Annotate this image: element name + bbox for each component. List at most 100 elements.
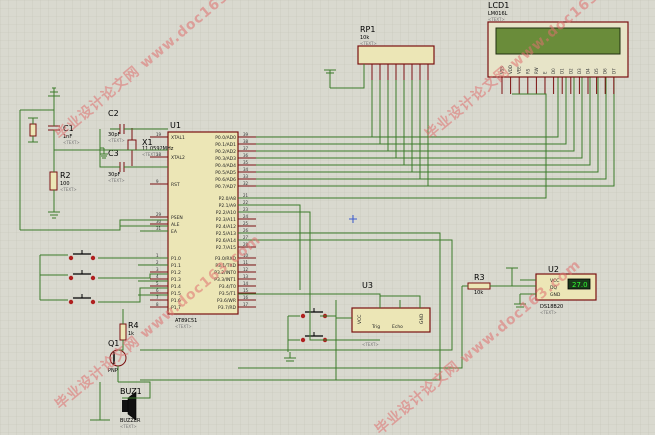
u1-right-pin-number: 26 bbox=[243, 228, 249, 233]
u1-left-pin-name: P1.2 bbox=[171, 270, 181, 276]
lcd1-screen bbox=[495, 27, 621, 55]
reset-button[interactable] bbox=[29, 123, 37, 137]
u1-right-pin-number: 14 bbox=[243, 281, 249, 286]
u1-right-pin-number: 39 bbox=[243, 132, 249, 137]
u1-left-pin-number: 1 bbox=[156, 253, 159, 258]
u1-left-pin-number: 9 bbox=[156, 179, 159, 184]
button-terminal-icon bbox=[68, 255, 74, 261]
u1-right-pin-name: P3.0/RXD bbox=[215, 256, 237, 262]
u1-left-pin-name: ALE bbox=[171, 222, 180, 228]
u1-left-pin-number: 6 bbox=[156, 288, 159, 293]
u1-left-pin-number: 2 bbox=[156, 260, 159, 265]
u1-right-pin-name: P3.5/T1 bbox=[219, 291, 236, 297]
u1-left-pin-number: 18 bbox=[156, 152, 162, 157]
u1-right-pin-name: P3.2/INT0 bbox=[214, 270, 236, 276]
u1-right-pin-number: 37 bbox=[243, 146, 249, 151]
u1-left-pin-name: XTAL2 bbox=[171, 155, 185, 161]
c2-ref: C2 bbox=[108, 109, 119, 118]
reset-circuit[interactable]: C1 1nF <TEXT> R2 100 <TEXT> bbox=[19, 87, 168, 232]
u1-body bbox=[167, 131, 239, 315]
lcd1-pin-name: VDD bbox=[508, 65, 513, 74]
u3-buttons[interactable] bbox=[284, 315, 336, 362]
u1-right-pin-name: P0.5/AD5 bbox=[215, 170, 236, 176]
u3-ref: U3 bbox=[362, 281, 373, 290]
u1-right-pin-number: 33 bbox=[243, 174, 249, 179]
u1-right-pin-number: 35 bbox=[243, 160, 249, 165]
u1-left-pin-number: 5 bbox=[156, 281, 159, 286]
r4-ref: R4 bbox=[128, 321, 139, 330]
rp1-common-wire bbox=[330, 64, 365, 89]
u1-right-pin-number: 34 bbox=[243, 167, 249, 172]
u2-display: 27.0 bbox=[572, 281, 588, 289]
u1-left-pin-name: P1.4 bbox=[171, 284, 181, 290]
u1-ref: U1 bbox=[170, 121, 181, 130]
u1-left-pin-number: 19 bbox=[156, 132, 162, 137]
u1-right-pin-name: P2.2/A10 bbox=[216, 210, 236, 216]
lcd1-pin-name: D1 bbox=[560, 68, 565, 74]
push-button[interactable] bbox=[68, 270, 96, 281]
r2-text: <TEXT> bbox=[60, 187, 77, 192]
u1-left-pin-name: P1.3 bbox=[171, 277, 181, 283]
u3-pin-trig: Trig bbox=[371, 324, 380, 330]
r2-value: 100 bbox=[60, 181, 70, 187]
u2-readout bbox=[567, 278, 591, 290]
bus-wiring bbox=[140, 69, 547, 351]
button-terminal-icon bbox=[68, 299, 74, 305]
u2-temp-sensor[interactable]: R3 10k U2 VCC DQ GND 27.0 DS18B20 <TEXT> bbox=[238, 265, 597, 369]
u2-value: DS18B20 bbox=[540, 304, 563, 310]
u1-right-pin-name: P2.0/A8 bbox=[219, 196, 236, 202]
c3-text: <TEXT> bbox=[108, 178, 125, 183]
rp1-text: <TEXT> bbox=[360, 41, 377, 46]
x1-value: 11.0592MHz bbox=[142, 146, 174, 152]
u1-right-pin-name: P3.3/INT1 bbox=[214, 277, 236, 283]
u1-right-pin-number: 32 bbox=[243, 181, 249, 186]
u1-right-pin-name: P3.4/T0 bbox=[219, 284, 236, 290]
r4-value: 1k bbox=[128, 331, 134, 337]
u1-left-pin-name: P1.7 bbox=[171, 305, 181, 311]
rp1-body bbox=[357, 45, 435, 65]
buz1-value: BUZZER bbox=[120, 418, 141, 424]
lcd-data-wire bbox=[404, 77, 591, 166]
u1-microcontroller[interactable]: U1 AT89C51 <TEXT> XTAL119XTAL218RST9PSEN… bbox=[150, 121, 256, 329]
crystal-section[interactable]: C2 30pF <TEXT> C3 30pF <TEXT> X1 11.0592… bbox=[99, 109, 174, 183]
u1-right-pin-number: 27 bbox=[243, 235, 249, 240]
lcd1-pin-name: D6 bbox=[603, 68, 608, 74]
q1-value: PNP bbox=[108, 368, 118, 374]
u1-right-pin-number: 36 bbox=[243, 153, 249, 158]
u1-left-pin-number: 3 bbox=[156, 267, 159, 272]
lcd1-pin-name: VEE bbox=[517, 66, 522, 74]
lcd-data-wire bbox=[412, 77, 599, 173]
button-terminal-icon bbox=[90, 299, 96, 305]
u1-left-pin-name: XTAL1 bbox=[171, 135, 185, 141]
button-terminal-icon bbox=[90, 275, 96, 281]
u1-left-pin-name: EA bbox=[171, 229, 178, 235]
u1-left-pins: XTAL119XTAL218RST9PSEN29ALE30EA31P1.01P1… bbox=[150, 132, 185, 311]
u1-left-pin-name: PSEN bbox=[171, 215, 183, 221]
u1-right-pin-number: 15 bbox=[243, 288, 249, 293]
c1-ref: C1 bbox=[63, 124, 74, 133]
u1-left-pin-name: P1.6 bbox=[171, 298, 181, 304]
u1-right-pin-name: P0.2/AD2 bbox=[215, 149, 236, 155]
button-terminal-icon bbox=[300, 337, 306, 343]
push-button[interactable] bbox=[68, 250, 96, 261]
u1-right-pin-name: P2.1/A9 bbox=[219, 203, 236, 209]
lcd-data-wire bbox=[396, 77, 583, 159]
c1-text: <TEXT> bbox=[63, 140, 80, 145]
c3-value: 30pF bbox=[108, 172, 121, 178]
lcd1-pin-name: D2 bbox=[568, 68, 573, 74]
rp1-resistor-pack[interactable]: RP1 10k <TEXT> bbox=[256, 25, 615, 187]
u3-text: <TEXT> bbox=[362, 342, 379, 347]
lcd-data-wire bbox=[420, 77, 607, 180]
button-terminal-icon bbox=[300, 313, 306, 319]
u3-pin-echo: Echo bbox=[392, 324, 403, 330]
u3-ultrasonic[interactable]: U3 <TEXT> VCC Trig Echo GND bbox=[238, 281, 431, 380]
u1-right-pin-name: P0.0/AD0 bbox=[215, 135, 236, 141]
buz1-text: <TEXT> bbox=[120, 424, 137, 429]
u2-ref: U2 bbox=[548, 265, 559, 274]
buzzer-driver[interactable]: R4 1k Q1 PNP BUZ1 BUZZER <TEXT> bbox=[90, 309, 441, 429]
buz1-ref: BUZ1 bbox=[120, 387, 142, 396]
push-button[interactable] bbox=[68, 294, 96, 305]
